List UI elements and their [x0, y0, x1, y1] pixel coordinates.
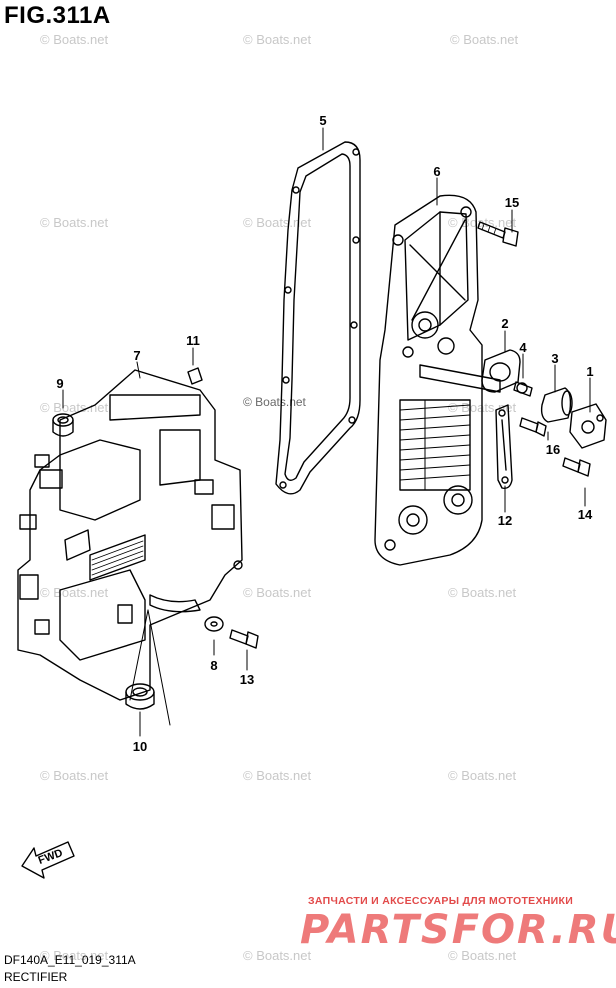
bolt-13 [229, 629, 259, 649]
rectifier-bracket-6 [374, 194, 501, 566]
callout-12: 12 [497, 513, 513, 528]
callout-11: 11 [186, 333, 200, 348]
callout-6: 6 [433, 164, 441, 179]
connector-1 [569, 403, 607, 449]
callout-4: 4 [519, 340, 527, 355]
figure-title: FIG.311A [4, 2, 111, 29]
callout-13: 13 [239, 672, 255, 687]
cap-11 [187, 367, 203, 385]
watermark: © Boats.net [450, 32, 519, 47]
figure-code: DF140A_E11_019_311A [4, 953, 136, 967]
figure-caption: RECTIFIER [4, 970, 68, 984]
watermark: © Boats.net [40, 32, 109, 47]
callout-3: 3 [551, 351, 559, 366]
watermark: © Boats.net [40, 400, 109, 415]
rectifier-housing-7 [17, 369, 243, 701]
callout-15: 15 [504, 195, 520, 210]
watermark: © Boats.net [448, 585, 517, 600]
watermark: © Boats.net [243, 32, 312, 47]
gasket-2 [481, 349, 521, 393]
sleeve-3 [540, 387, 573, 423]
callout-1: 1 [586, 364, 594, 379]
watermark: © Boats.net [243, 948, 312, 963]
callout-7: 7 [133, 348, 141, 363]
gasket-5 [275, 141, 361, 495]
leader-lines [62, 127, 591, 737]
callout-16: 16 [545, 442, 561, 457]
watermark: © Boats.net [243, 395, 306, 409]
strap-12 [495, 404, 513, 490]
watermark: © Boats.net [243, 768, 312, 783]
watermark: © Boats.net [243, 215, 312, 230]
washer-8 [204, 616, 224, 632]
callout-5: 5 [319, 113, 327, 128]
callout-9: 9 [56, 376, 64, 391]
fwd-arrow-icon [21, 841, 75, 879]
callout-2: 2 [501, 316, 509, 331]
bolt-15 [477, 221, 519, 247]
watermark: © Boats.net [448, 768, 517, 783]
watermark: © Boats.net [40, 215, 109, 230]
grommet-10 [125, 683, 155, 710]
promo-brand-logo: PARTSFOR.RU [300, 907, 616, 953]
promo-tagline: ЗАПЧАСТИ И АКСЕССУАРЫ ДЛЯ МОТОТЕХНИКИ [308, 895, 574, 907]
callout-8: 8 [210, 658, 218, 673]
bolt-16 [519, 417, 547, 437]
watermark: © Boats.net [40, 948, 109, 963]
watermark: © Boats.net [40, 768, 109, 783]
callout-14: 14 [577, 507, 593, 522]
watermark: © Boats.net [40, 585, 109, 600]
watermark: © Boats.net [448, 948, 517, 963]
watermark: © Boats.net [243, 585, 312, 600]
grommet-9 [52, 413, 74, 437]
callout-10: 10 [132, 739, 148, 754]
bolt-14 [562, 457, 591, 477]
bolt-4 [513, 381, 533, 397]
